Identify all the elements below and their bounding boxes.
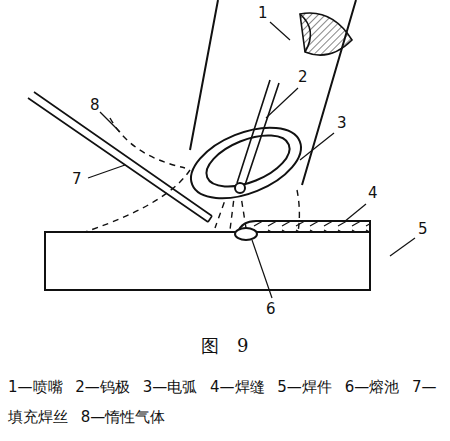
workpiece [45,232,370,290]
callout-number: 6 [266,302,276,317]
legend-item: 4—焊缝 [210,378,265,396]
callout-number: 4 [368,186,378,201]
weld-seam [238,221,370,232]
callout-number: 2 [298,70,308,85]
callout-number: 8 [90,98,100,113]
legend-item: 3—电弧 [143,378,198,396]
legend-item: 1—喷嘴 [8,378,63,396]
weld-pool [235,228,257,240]
legend-item: 6—熔池 [345,378,400,396]
legend-item: 2—钨极 [75,378,130,396]
legend-key: 1—喷嘴 2—钨极 3—电弧 4—焊缝 5—焊件 6—熔池 7—填充焊丝 8—惰… [8,372,444,432]
callout-number: 7 [72,172,82,187]
figure-caption: 图 9 [201,334,248,358]
nozzle-opening [181,113,311,212]
legend-item: 8—惰性气体 [81,408,166,426]
legend-item: 5—焊件 [277,378,332,396]
callout-number: 3 [337,116,347,131]
callout-number: 5 [418,222,428,237]
leader-lines [88,22,415,298]
callout-number: 1 [258,6,268,21]
tungsten-electrode [237,80,279,185]
filler-wire [28,92,212,222]
